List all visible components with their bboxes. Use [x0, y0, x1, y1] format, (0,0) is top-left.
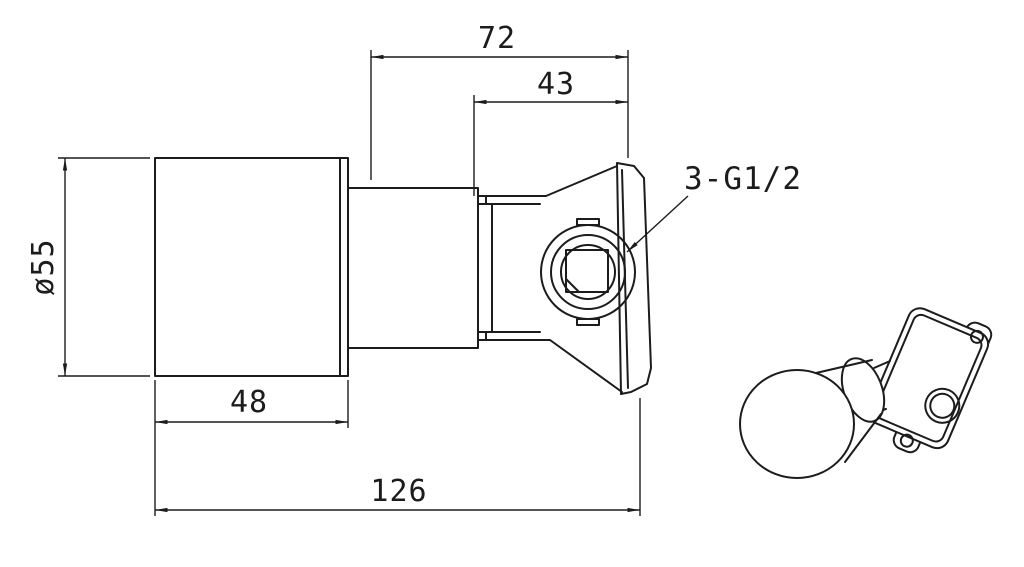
- iso-knob-face: [739, 369, 855, 479]
- cartridge-stem-square: [565, 249, 609, 293]
- iso-outlet-hole: [924, 387, 961, 424]
- thread-callout-label: 3-G1/2: [684, 161, 802, 197]
- dim-label-72: 72: [478, 21, 516, 56]
- dim-label-48: 48: [230, 385, 268, 420]
- iso-outlet-hole-inner: [929, 392, 956, 419]
- cartridge-mid-circle: [550, 234, 626, 310]
- housing-top-edge: [485, 165, 618, 197]
- port-mark-top: [576, 218, 600, 226]
- iso-view: [739, 307, 993, 479]
- iso-screw-hole-bottom: [899, 433, 914, 448]
- iso-wall-plate: [867, 307, 993, 454]
- cartridge-stem-keyway: [565, 278, 580, 293]
- dim-label-dia55: ø55: [26, 238, 61, 295]
- dim-label-43: 43: [537, 67, 575, 102]
- housing-bottom-edge: [485, 339, 623, 393]
- cartridge-outer-circle: [540, 224, 636, 320]
- cartridge-inner-circle: [560, 244, 616, 300]
- main-view: [154, 157, 652, 395]
- iso-knob-side-top: [815, 359, 873, 374]
- handle-outline: [154, 157, 349, 377]
- port-mark-bottom: [576, 318, 600, 326]
- dim-label-126: 126: [370, 474, 427, 509]
- iso-stem-line-top: [873, 360, 891, 369]
- thread-leader-line: [626, 195, 689, 253]
- body-outline: [347, 187, 479, 349]
- iso-knob-side-bottom: [844, 413, 882, 463]
- wall-plate-outline: [616, 162, 652, 395]
- iso-plate-inner-contour: [874, 313, 983, 443]
- iso-screw-hole-top: [969, 329, 984, 344]
- dimension-layer: [58, 50, 689, 516]
